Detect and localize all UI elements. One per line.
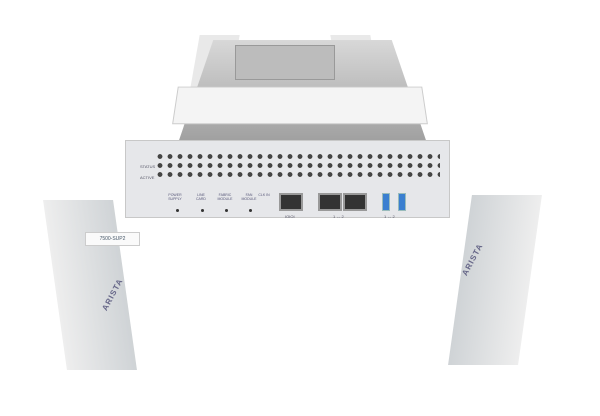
vent-grille	[155, 152, 440, 180]
console-port	[279, 193, 303, 211]
usb-port-label: 1 ↔ 2	[384, 214, 395, 219]
right-ejector	[448, 195, 542, 365]
left-ejector	[43, 200, 137, 370]
usb-port-2	[398, 193, 406, 211]
usb-port-1	[382, 193, 390, 211]
indicator-clk-in: CLK IN	[258, 193, 270, 197]
indicator-fabric-module: FABRIC MODULE	[217, 193, 233, 201]
heatsink	[235, 45, 335, 80]
indicator-fan-module: FAN MODULE	[241, 193, 257, 201]
led	[176, 209, 179, 212]
led	[225, 209, 228, 212]
mgmt-port-label: 1 ↔ 2	[333, 214, 344, 219]
mgmt-port-2	[343, 193, 367, 211]
model-label: 7500-SUP2	[85, 232, 140, 246]
status-led-label: STATUS	[140, 164, 156, 169]
led	[201, 209, 204, 212]
active-led-label: ACTIVE	[140, 175, 155, 180]
mgmt-port-1	[318, 193, 342, 211]
indicator-power-supply: POWER SUPPLY	[168, 193, 182, 201]
indicator-line-card: LINE CARD	[196, 193, 206, 201]
console-port-label: IOIOI	[285, 214, 295, 219]
led	[249, 209, 252, 212]
board-cover	[172, 86, 428, 125]
